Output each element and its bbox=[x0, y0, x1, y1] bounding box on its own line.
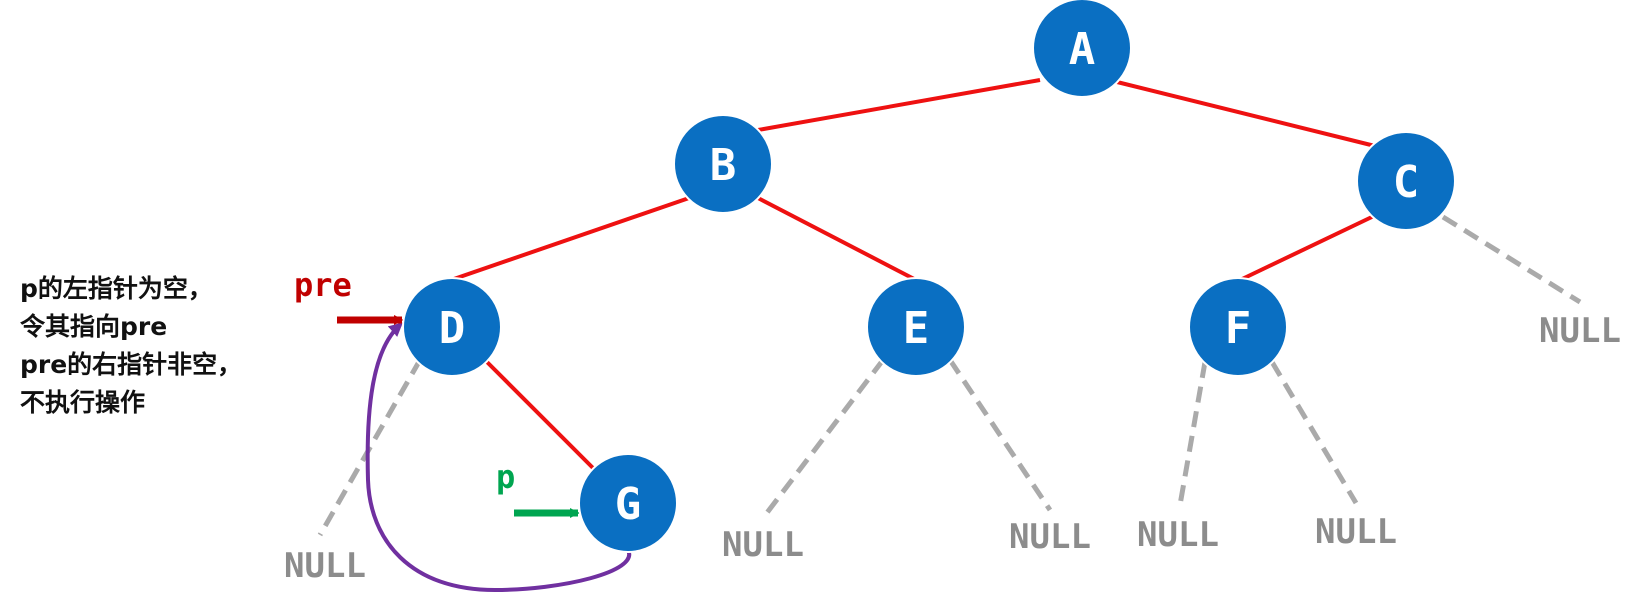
null-edge-f-right bbox=[1269, 360, 1359, 505]
null-edge-c-right bbox=[1441, 214, 1582, 305]
edge-a-c bbox=[1116, 80, 1376, 148]
edge-b-e bbox=[757, 196, 919, 283]
edge-a-b bbox=[757, 78, 1041, 132]
node-f-label: F bbox=[1225, 303, 1252, 354]
node-a: A bbox=[1032, 0, 1132, 98]
tree-edges bbox=[450, 78, 1377, 473]
node-a-label: A bbox=[1069, 24, 1096, 75]
edge-d-g bbox=[483, 358, 598, 473]
node-b-label: B bbox=[710, 140, 737, 191]
null-edge-e-right bbox=[947, 358, 1053, 512]
note-line-3: pre的右指针非空， bbox=[20, 350, 243, 379]
node-e-label: E bbox=[903, 303, 930, 354]
edge-c-f bbox=[1237, 213, 1377, 283]
null-edge-d-left bbox=[317, 358, 423, 537]
null-edge-f-left bbox=[1177, 361, 1208, 506]
null-label-e-left: NULL bbox=[722, 525, 804, 565]
node-b: B bbox=[673, 114, 773, 214]
null-edges bbox=[317, 214, 1582, 537]
note-line-2: 令其指向pre bbox=[20, 312, 168, 341]
null-label-f-left: NULL bbox=[1137, 515, 1219, 555]
node-d-label: D bbox=[439, 303, 466, 354]
note-line-4: 不执行操作 bbox=[20, 388, 146, 417]
node-c-label: C bbox=[1393, 157, 1420, 208]
explanation-note: p的左指针为空， 令其指向pre pre的右指针非空， 不执行操作 bbox=[20, 270, 242, 422]
node-e: E bbox=[866, 277, 966, 377]
edge-b-d bbox=[450, 195, 693, 282]
null-label-c-right: NULL bbox=[1539, 311, 1621, 351]
note-line-1: p的左指针为空， bbox=[20, 274, 213, 303]
node-f: F bbox=[1188, 277, 1288, 377]
null-label-d-left: NULL bbox=[284, 546, 366, 586]
node-d: D bbox=[402, 277, 502, 377]
pre-pointer-label: pre bbox=[294, 266, 352, 304]
node-g: G bbox=[578, 453, 678, 553]
node-g-label: G bbox=[615, 479, 642, 530]
p-pointer-label: p bbox=[496, 458, 515, 496]
thread-curve-g-to-d bbox=[365, 322, 632, 593]
null-label-f-right: NULL bbox=[1315, 512, 1397, 552]
node-c: C bbox=[1356, 131, 1456, 231]
null-label-e-right: NULL bbox=[1009, 517, 1091, 557]
null-edge-e-left bbox=[761, 358, 885, 520]
